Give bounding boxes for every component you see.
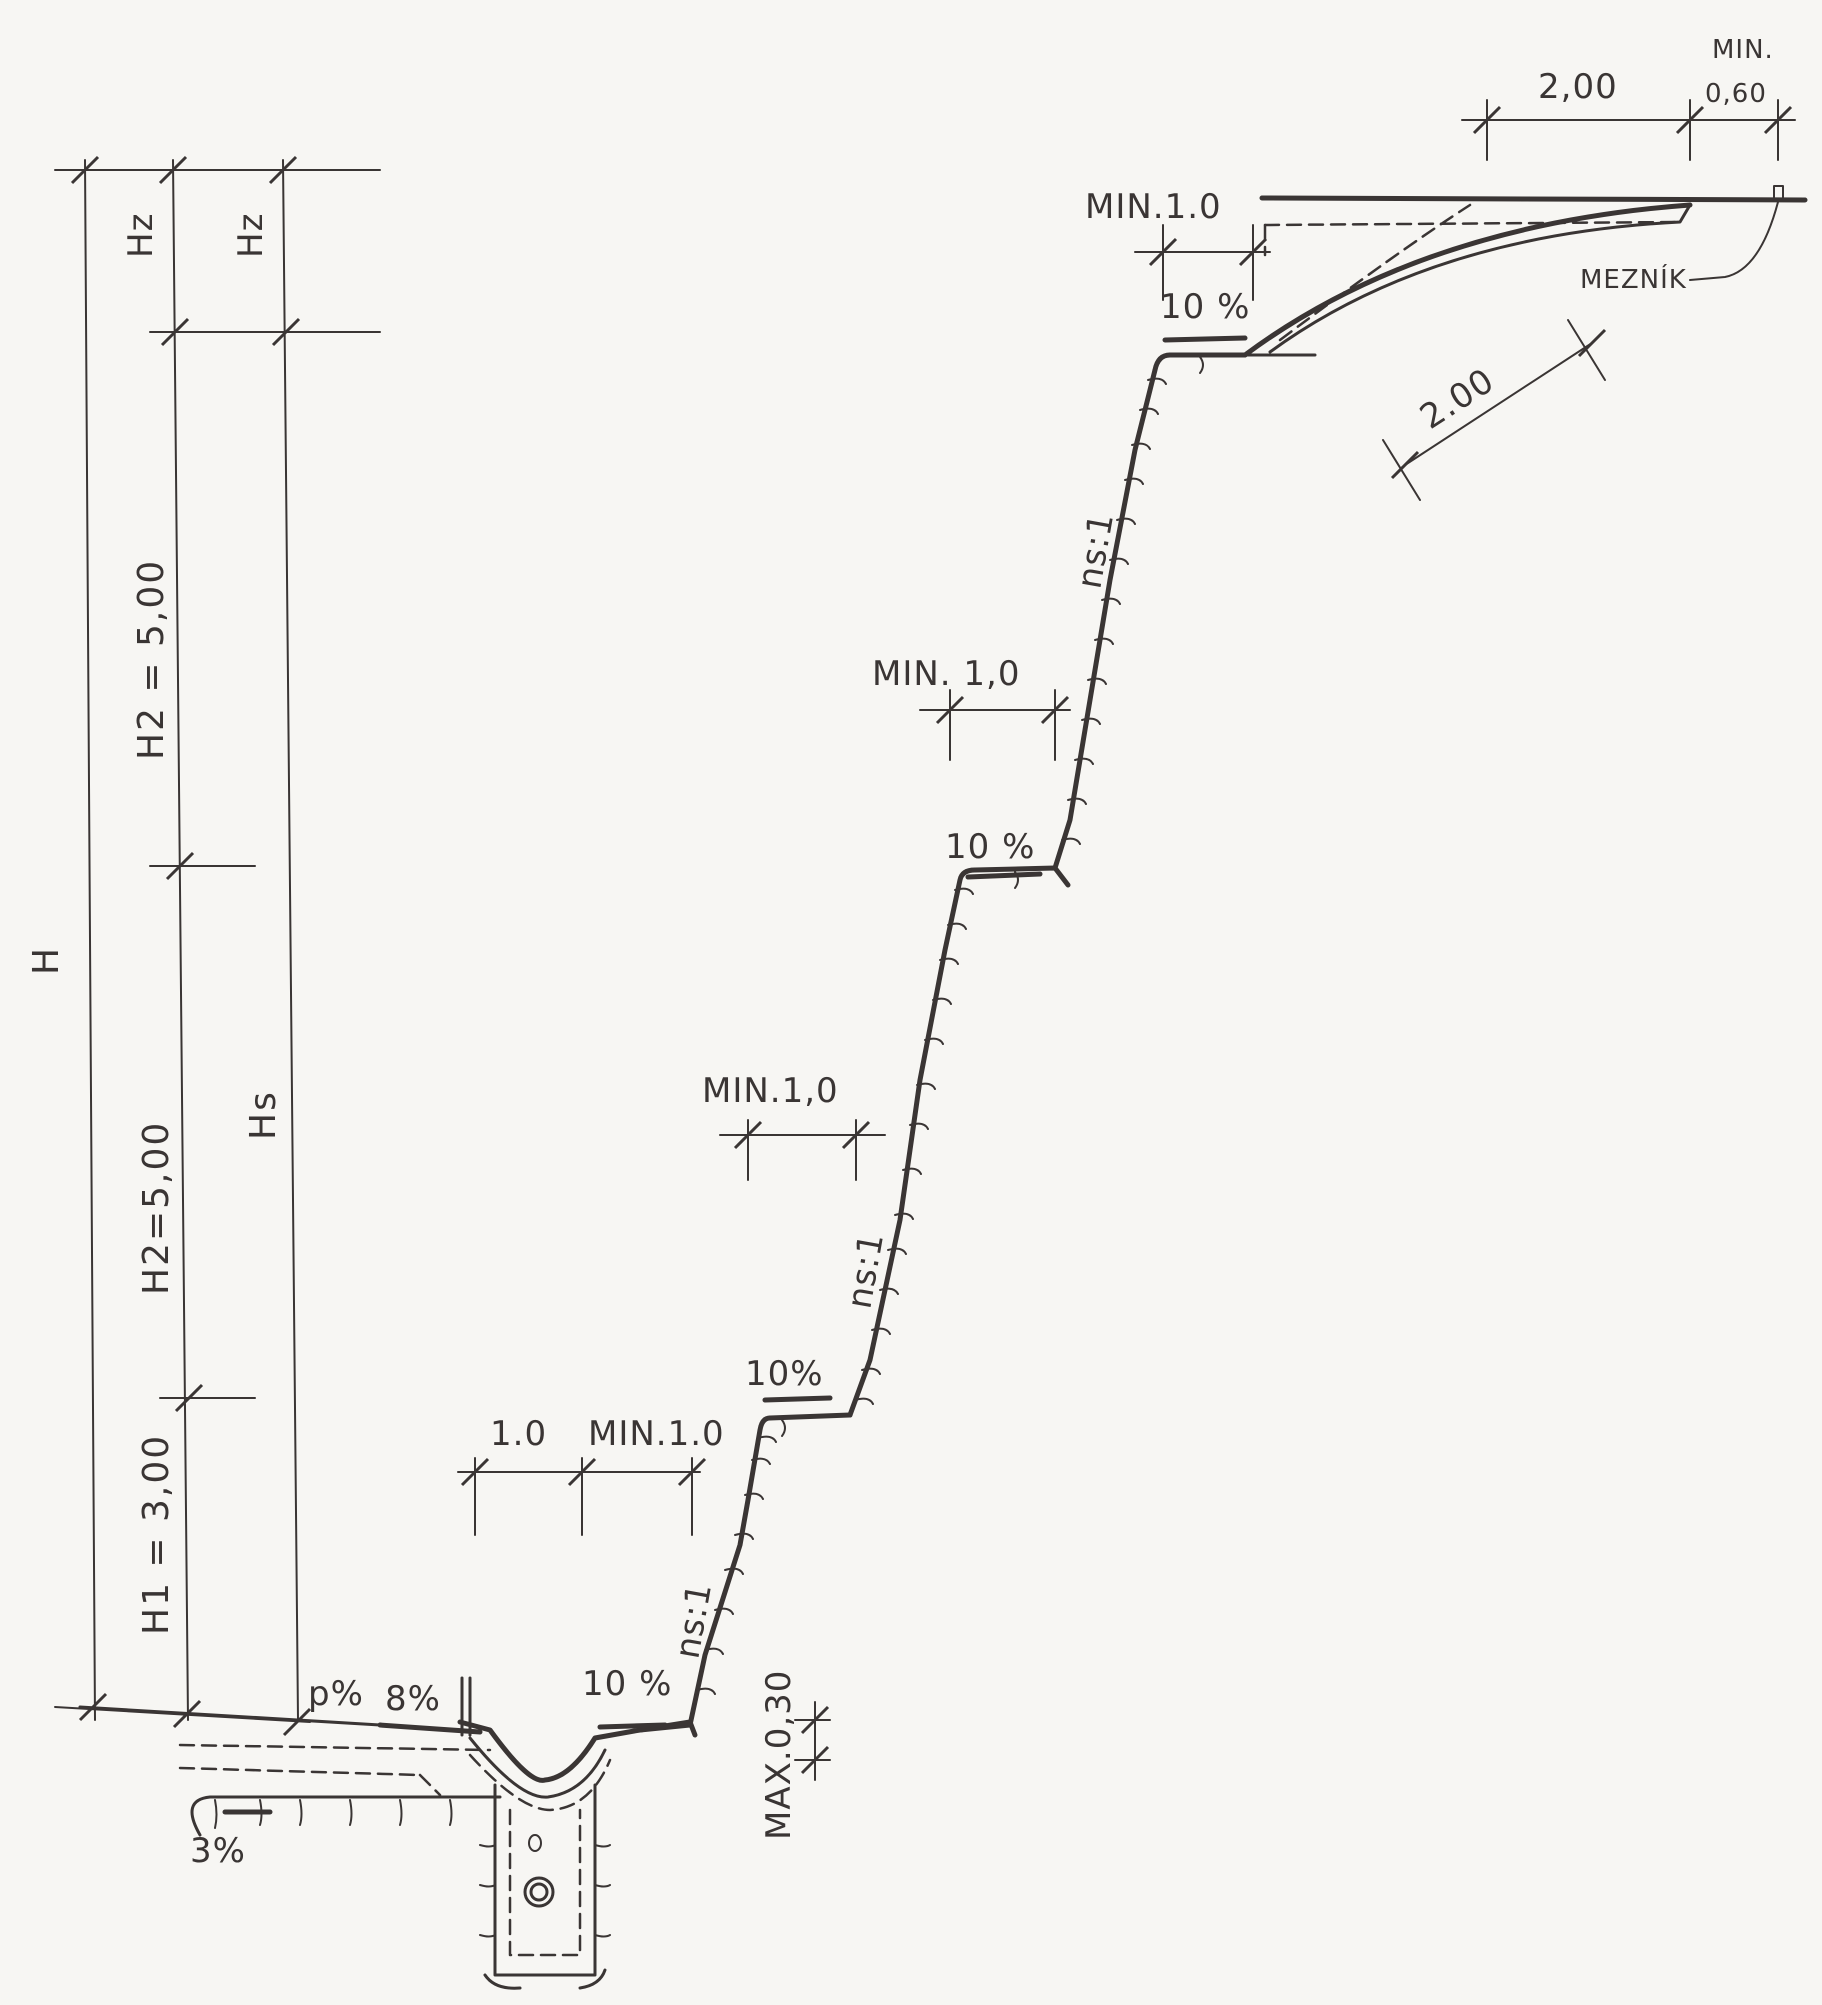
label-dim-min-1-0-top: MIN.1.0 (1085, 187, 1222, 227)
berm-dimensions (457, 224, 1271, 1781)
label-3-slope: 3% (190, 1831, 246, 1871)
label-hs: Hs (243, 1090, 284, 1140)
label-10-top: 10 % (1160, 287, 1250, 327)
label-dim-2-00-top: 2,00 (1538, 67, 1618, 107)
label-ns-top: ns:1 (1069, 509, 1122, 591)
label-10-bottom: 10 % (582, 1664, 672, 1704)
label-dim-min: MIN. (1712, 35, 1774, 65)
label-dim-2-00-diag: 2.00 (1413, 361, 1502, 438)
label-dim-min-1-0-a: MIN.1.0 (588, 1414, 725, 1454)
top-edge (1242, 99, 1808, 501)
label-10-berm2: 10 % (945, 827, 1035, 867)
label-hz-left: Hz (121, 213, 161, 258)
slope-profile (597, 335, 1248, 1738)
label-H: H (26, 946, 67, 975)
road-and-ditch (78, 1676, 693, 1990)
label-h2-upper: H2 = 5,00 (131, 559, 172, 760)
label-8-slope: 8% (385, 1679, 441, 1719)
label-dim-0-60: 0,60 (1705, 79, 1767, 109)
label-max-0-30: MAX.0,30 (759, 1670, 799, 1840)
label-dim-1-0: 1.0 (490, 1414, 547, 1454)
label-p-slope: p% (308, 1674, 364, 1714)
label-dim-min-1-0-c: MIN. 1,0 (872, 654, 1020, 694)
height-dimension-chains (54, 155, 381, 1737)
label-h1: H1 = 3,00 (136, 1434, 177, 1635)
label-dim-min-1-0-b: MIN.1,0 (702, 1071, 839, 1111)
label-hz-right: Hz (231, 213, 271, 258)
label-h2-lower: H2=5,00 (136, 1121, 177, 1295)
label-meznik: MEZNÍK (1580, 263, 1687, 295)
label-10-berm1: 10% (745, 1354, 824, 1394)
